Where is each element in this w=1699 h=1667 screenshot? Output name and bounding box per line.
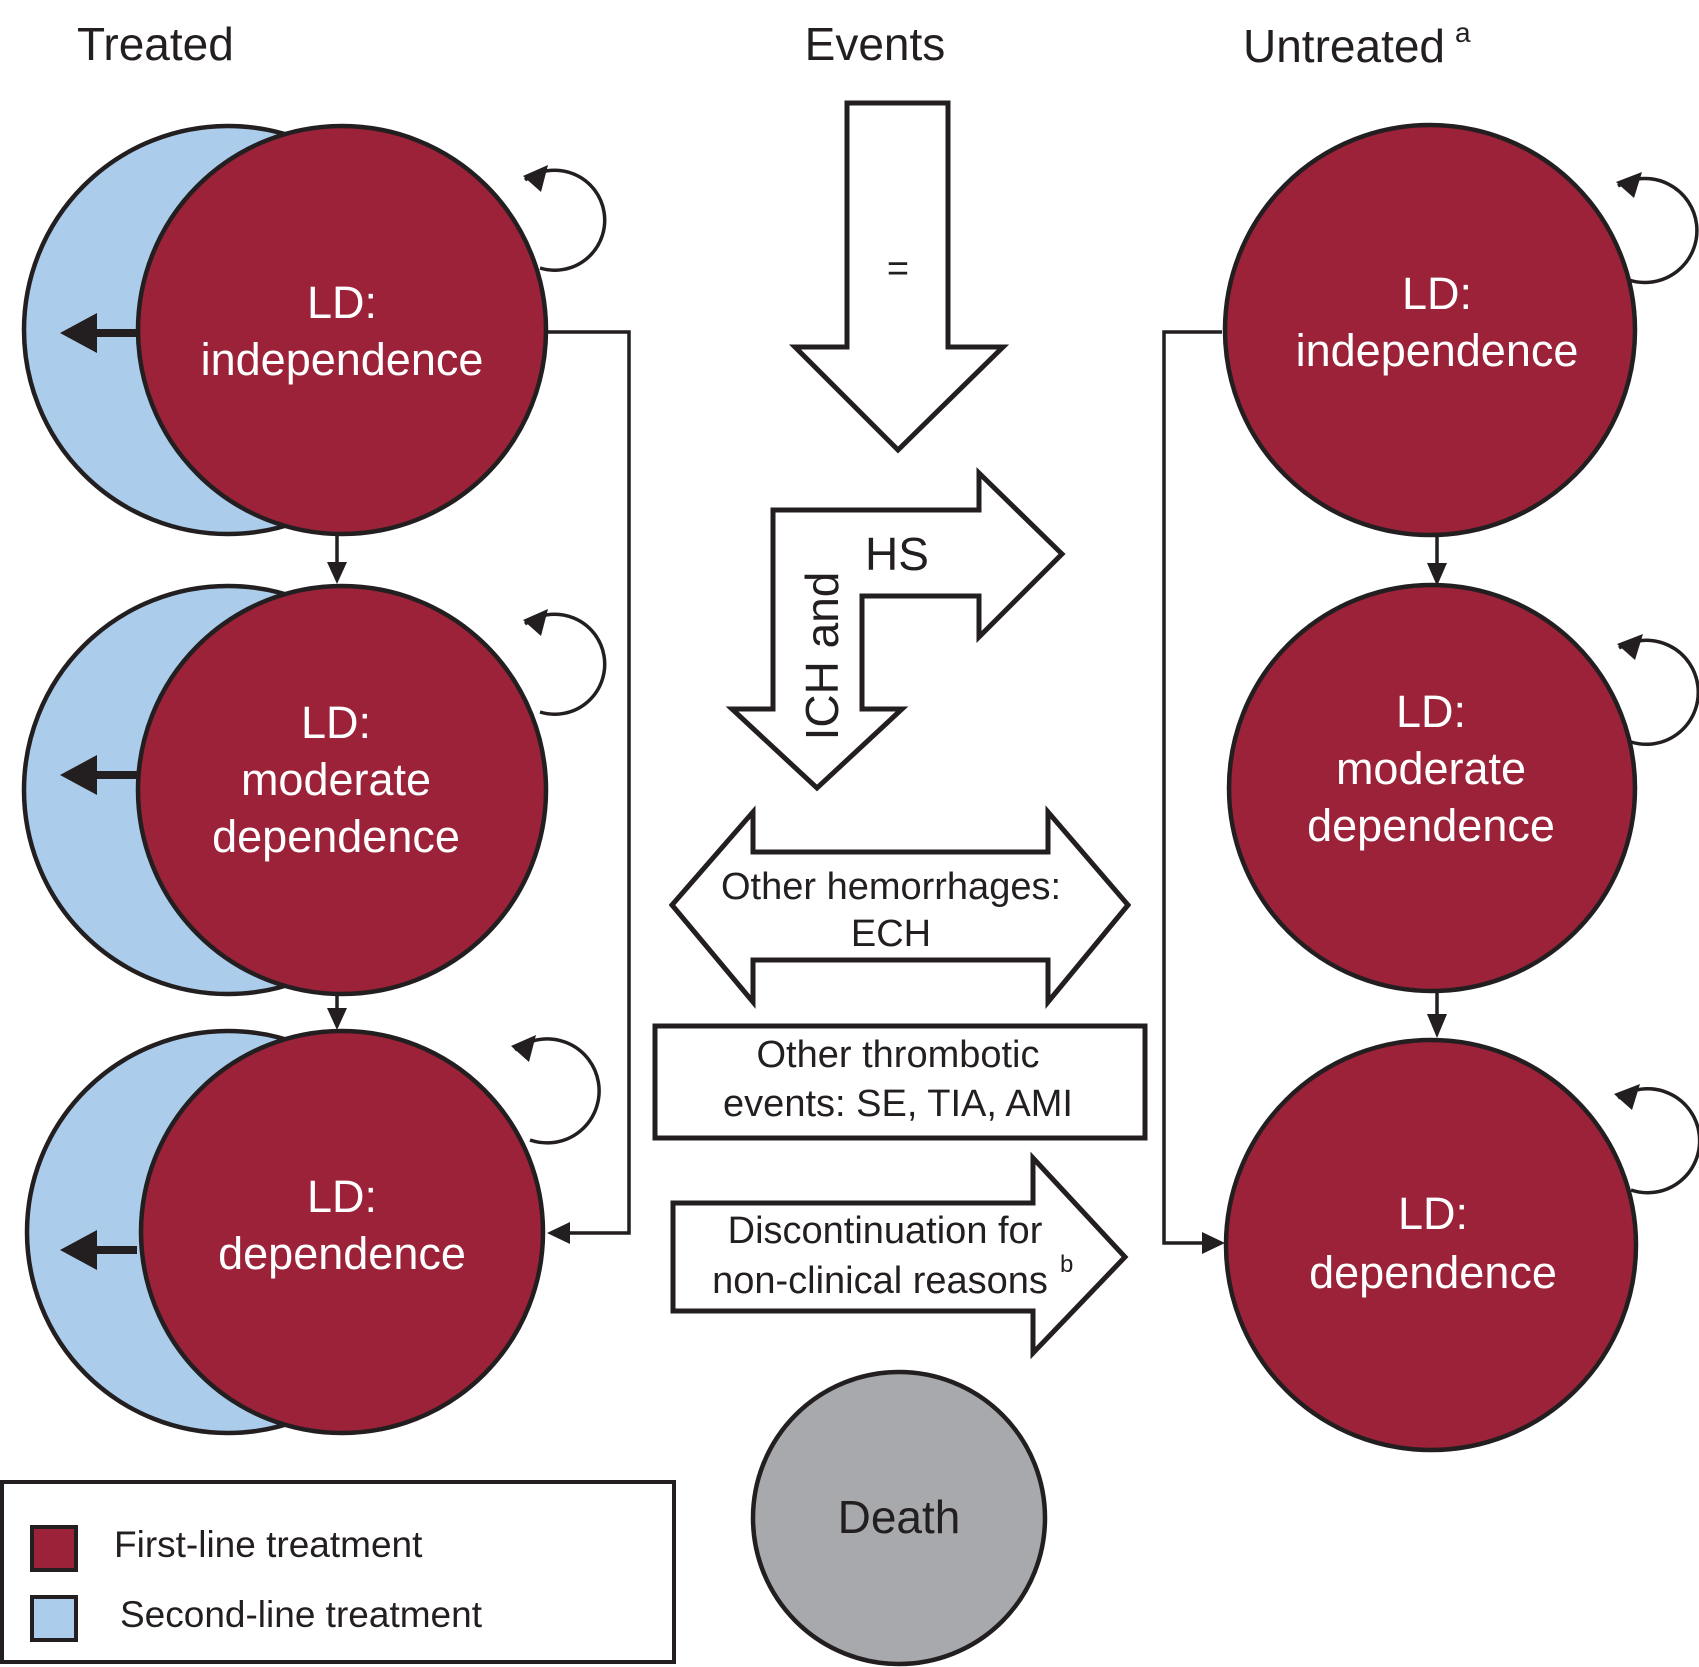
self-loop-arc bbox=[523, 168, 607, 272]
state-label-line2: dependence bbox=[1309, 1247, 1557, 1298]
untreated-footnote-marker: a bbox=[1455, 17, 1471, 48]
first-line-circle bbox=[1226, 582, 1638, 994]
connector-arrow-icon bbox=[547, 1222, 570, 1244]
legend-label: First-line treatment bbox=[114, 1524, 423, 1565]
untreated-header-text: Untreated bbox=[1243, 20, 1445, 72]
discontinuation-line2: non-clinical reasons bbox=[712, 1260, 1048, 1302]
equal-event-arrow: = bbox=[788, 100, 1010, 454]
first-line-circle bbox=[135, 123, 549, 537]
other-thrombotic-event: Other thrombotic events: SE, TIA, AMI bbox=[652, 1023, 1148, 1141]
legend-box bbox=[0, 1480, 676, 1664]
self-loop-arrow-icon bbox=[523, 165, 548, 192]
transition-down-arrow-icon bbox=[1427, 563, 1447, 586]
connector-arrow-icon bbox=[1202, 1232, 1225, 1254]
thrombotic-line2: events: SE, TIA, AMI bbox=[723, 1083, 1073, 1125]
first-line-circle bbox=[1223, 1037, 1639, 1453]
discontinuation-event: Discontinuation for non-clinical reasons… bbox=[670, 1151, 1129, 1360]
state-label-line1: LD: bbox=[1402, 268, 1472, 319]
state-label-line1: LD: bbox=[307, 1171, 377, 1222]
self-loop-arc bbox=[523, 612, 607, 716]
ich-hs-event-arrow: ICH and HS bbox=[725, 467, 1066, 792]
self-loop-arrow-icon bbox=[511, 1035, 536, 1062]
equal-label: = bbox=[887, 248, 909, 290]
transition-down-arrow-icon bbox=[327, 1008, 347, 1030]
self-loop-arrow-icon bbox=[523, 609, 548, 636]
legend: First-line treatment Second-line treatme… bbox=[0, 1480, 676, 1664]
state-label-line2: moderate bbox=[1336, 743, 1526, 794]
events-column: = ICH and HS Other hemorrhages: ECH Othe… bbox=[652, 100, 1148, 1667]
death-label: Death bbox=[838, 1491, 961, 1543]
ich-label: ICH and bbox=[796, 572, 848, 741]
other-hemorrhages-event: Other hemorrhages: ECH bbox=[668, 805, 1132, 1009]
self-loop-arc bbox=[1618, 638, 1699, 746]
treated-state-dependence[interactable]: LD: dependence bbox=[24, 1028, 601, 1436]
death-circle bbox=[750, 1369, 1048, 1667]
untreated-header: Untreated a bbox=[1243, 17, 1471, 72]
state-label-line1: LD: bbox=[1398, 1188, 1468, 1239]
state-label-line1: LD: bbox=[301, 697, 371, 748]
other-hemorrhages-line1: Other hemorrhages: bbox=[721, 866, 1061, 908]
untreated-state-dependence[interactable]: LD: dependence bbox=[1223, 1037, 1699, 1453]
state-label-line1: LD: bbox=[307, 277, 377, 328]
independence-to-dependence-connector bbox=[547, 330, 631, 1235]
treated-column: LD: independence LD: moderate dependence bbox=[21, 123, 631, 1436]
state-label-line1: LD: bbox=[1396, 686, 1466, 737]
state-label-line2: independence bbox=[1296, 325, 1579, 376]
thrombotic-line1: Other thrombotic bbox=[757, 1034, 1040, 1076]
self-loop-arc bbox=[1617, 176, 1699, 285]
switch-to-second-line-arrow-icon bbox=[60, 755, 97, 795]
self-loop-arc bbox=[513, 1037, 601, 1145]
other-hemorrhages-line2: ECH bbox=[851, 913, 931, 955]
self-loop-arrow-icon bbox=[1616, 172, 1642, 198]
legend-item-second-line: Second-line treatment bbox=[30, 1594, 483, 1642]
independence-to-dependence-connector bbox=[1162, 330, 1222, 1245]
hs-label: HS bbox=[865, 528, 929, 580]
legend-item-first-line: First-line treatment bbox=[30, 1524, 423, 1572]
state-label-line2: moderate bbox=[241, 754, 431, 805]
discontinuation-line1: Discontinuation for bbox=[728, 1210, 1043, 1252]
thrombotic-box bbox=[652, 1023, 1148, 1141]
state-label-line2: independence bbox=[201, 334, 484, 385]
death-state[interactable]: Death bbox=[750, 1369, 1048, 1667]
self-loop-arrow-icon bbox=[1617, 634, 1643, 660]
switch-to-second-line-arrow-icon bbox=[60, 1230, 97, 1270]
treated-state-independence[interactable]: LD: independence bbox=[21, 123, 607, 537]
switch-to-second-line-arrow-icon bbox=[60, 313, 97, 353]
second-line-swatch bbox=[30, 1595, 78, 1642]
treated-state-moderate-dependence[interactable]: LD: moderate dependence bbox=[21, 583, 607, 997]
first-line-circle bbox=[138, 1028, 546, 1436]
events-header: Events bbox=[805, 18, 946, 70]
bent-block-arrow bbox=[725, 467, 1066, 792]
state-label-line3: dependence bbox=[1307, 800, 1555, 851]
untreated-state-independence[interactable]: LD: independence bbox=[1222, 122, 1699, 538]
untreated-state-moderate-dependence[interactable]: LD: moderate dependence bbox=[1226, 582, 1699, 994]
transition-down-arrow-icon bbox=[1427, 1014, 1447, 1038]
state-label-line2: dependence bbox=[218, 1228, 466, 1279]
discontinuation-footnote-marker: b bbox=[1060, 1251, 1073, 1278]
treated-header: Treated bbox=[77, 18, 234, 70]
state-label-line3: dependence bbox=[212, 811, 460, 862]
first-line-swatch bbox=[30, 1525, 78, 1572]
legend-label: Second-line treatment bbox=[120, 1594, 483, 1635]
down-block-arrow bbox=[788, 100, 1010, 454]
first-line-circle bbox=[1222, 122, 1638, 538]
self-loop-arrow-icon bbox=[1614, 1084, 1640, 1110]
transition-down-arrow-icon bbox=[327, 562, 347, 584]
self-loop-arc bbox=[1617, 1087, 1699, 1195]
right-block-arrow bbox=[670, 1151, 1129, 1360]
untreated-column: LD: independence LD: moderate dependence… bbox=[1162, 122, 1699, 1453]
first-line-circle bbox=[135, 583, 549, 997]
double-block-arrow bbox=[668, 805, 1132, 1009]
